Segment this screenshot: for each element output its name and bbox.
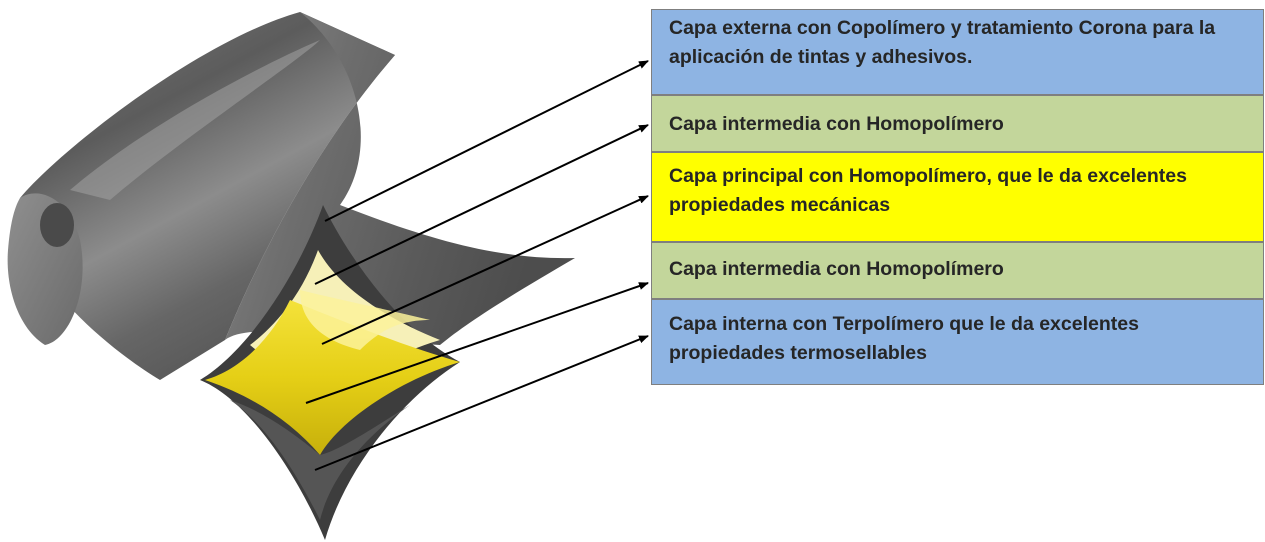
yellow-main-layer xyxy=(205,300,460,455)
arrow-intermediate-layer-1 xyxy=(314,124,649,285)
pointer-arrows xyxy=(305,60,649,471)
layer-label-intermediate-1: Capa intermedia con Homopolímero xyxy=(651,95,1264,152)
arrow-outer-layer xyxy=(324,60,649,222)
peeled-layers xyxy=(200,205,460,540)
arrow-inner-layer xyxy=(314,335,649,471)
layer-label-intermediate-2: Capa intermedia con Homopolímero xyxy=(651,242,1264,299)
arrow-intermediate-layer-2 xyxy=(305,282,649,404)
layer-label-outer: Capa externa con Copolímero y tratamient… xyxy=(651,9,1264,95)
layer-label-main: Capa principal con Homopolímero, que le … xyxy=(651,152,1264,242)
roll-core-hole xyxy=(40,203,74,247)
arrow-main-layer xyxy=(321,195,649,345)
inner-layer xyxy=(230,400,410,520)
layer-label-inner: Capa interna con Terpolímero que le da e… xyxy=(651,299,1264,385)
